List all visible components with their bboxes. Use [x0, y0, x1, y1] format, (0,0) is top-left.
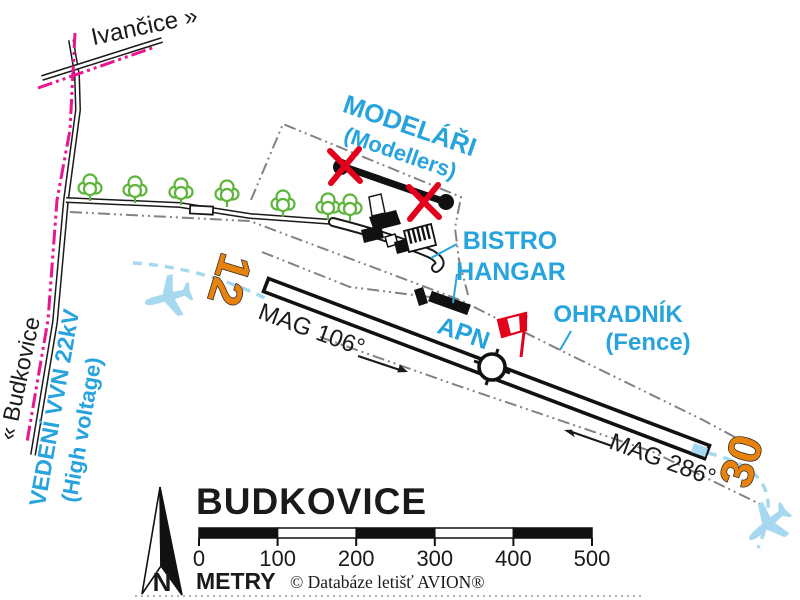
hangar-building — [428, 290, 471, 316]
arrow-mag286-head — [564, 429, 575, 438]
scale-ticks — [198, 538, 593, 546]
fence-north — [69, 211, 758, 450]
scale-segment — [355, 527, 436, 539]
tree-icon — [315, 192, 341, 222]
leader-hangar — [452, 273, 458, 304]
bistro-label: BISTRO — [463, 227, 557, 255]
airfield-title: BUDKOVICE — [196, 481, 427, 522]
runway-number-12: 12 — [198, 248, 263, 312]
runway — [261, 276, 712, 461]
fence-lines — [69, 122, 763, 506]
leader-fence — [559, 330, 572, 351]
north-label: N — [153, 567, 172, 597]
scale-segment — [434, 527, 515, 539]
scale-tick-label: 500 — [574, 546, 611, 571]
circuit-arc-west — [132, 261, 266, 300]
tree-icon — [270, 189, 296, 219]
model-runway — [334, 160, 453, 208]
closed-x-icon — [406, 182, 442, 222]
leader-lines — [430, 243, 572, 351]
fence-label-cz: OHRADNÍK — [553, 300, 683, 328]
taxi-corridor — [368, 193, 386, 217]
circuit-arc-east — [707, 451, 770, 549]
scale-unit-label: METRY — [196, 568, 276, 594]
power-line-diagonal — [37, 45, 156, 90]
hangar-label: HANGAR — [456, 258, 566, 286]
windsock-icon — [496, 311, 528, 358]
north-arrow-icon — [141, 486, 183, 596]
apron-building — [414, 287, 428, 306]
scale-tick-label: 200 — [338, 546, 375, 571]
scale-tick-label: 300 — [416, 546, 453, 571]
model-runway-end — [438, 194, 454, 210]
arrow-mag106-head — [397, 364, 408, 373]
tree-icon — [214, 179, 240, 209]
scale-bar: 0 100 200 300 400 500 METRY — [193, 527, 611, 594]
fence-label-en: (Fence) — [605, 329, 690, 356]
buildings — [361, 193, 438, 254]
copyright-label: © Databáze letišť AVION® — [290, 572, 485, 592]
scale-tick-label: 400 — [495, 546, 532, 571]
building — [361, 225, 384, 243]
apron-structures — [414, 287, 471, 316]
road-ivancice-fill — [41, 38, 163, 80]
building — [369, 210, 401, 231]
tree-icon — [77, 173, 103, 203]
tree-icon — [122, 175, 148, 205]
closed-x-icon — [327, 146, 363, 186]
runway-threshold-30 — [691, 443, 708, 457]
modellers-boundary — [250, 122, 469, 296]
power-line-vertical — [25, 32, 77, 443]
arrow-mag106 — [357, 354, 401, 372]
heading-arrows — [357, 354, 613, 448]
leader-bistro — [430, 243, 458, 259]
scale-tick-label: 100 — [259, 546, 296, 571]
bistro-building — [402, 222, 438, 254]
winch-point-icon — [473, 348, 511, 386]
scale-segment — [512, 527, 593, 539]
tree-icon — [337, 193, 363, 223]
tree-icon — [168, 177, 194, 207]
plane-icon-west — [139, 270, 197, 324]
arrow-mag286 — [571, 430, 613, 448]
power-line — [25, 32, 156, 443]
road-airfield-access-fill — [65, 198, 334, 224]
scale-tick-label: 0 — [193, 546, 205, 571]
fence-threshold — [261, 251, 431, 298]
scale-segment — [198, 527, 279, 539]
traffic-circuit — [132, 261, 800, 556]
road-gate — [188, 204, 215, 216]
modellers-strip — [327, 146, 454, 222]
scale-segment — [276, 527, 357, 539]
